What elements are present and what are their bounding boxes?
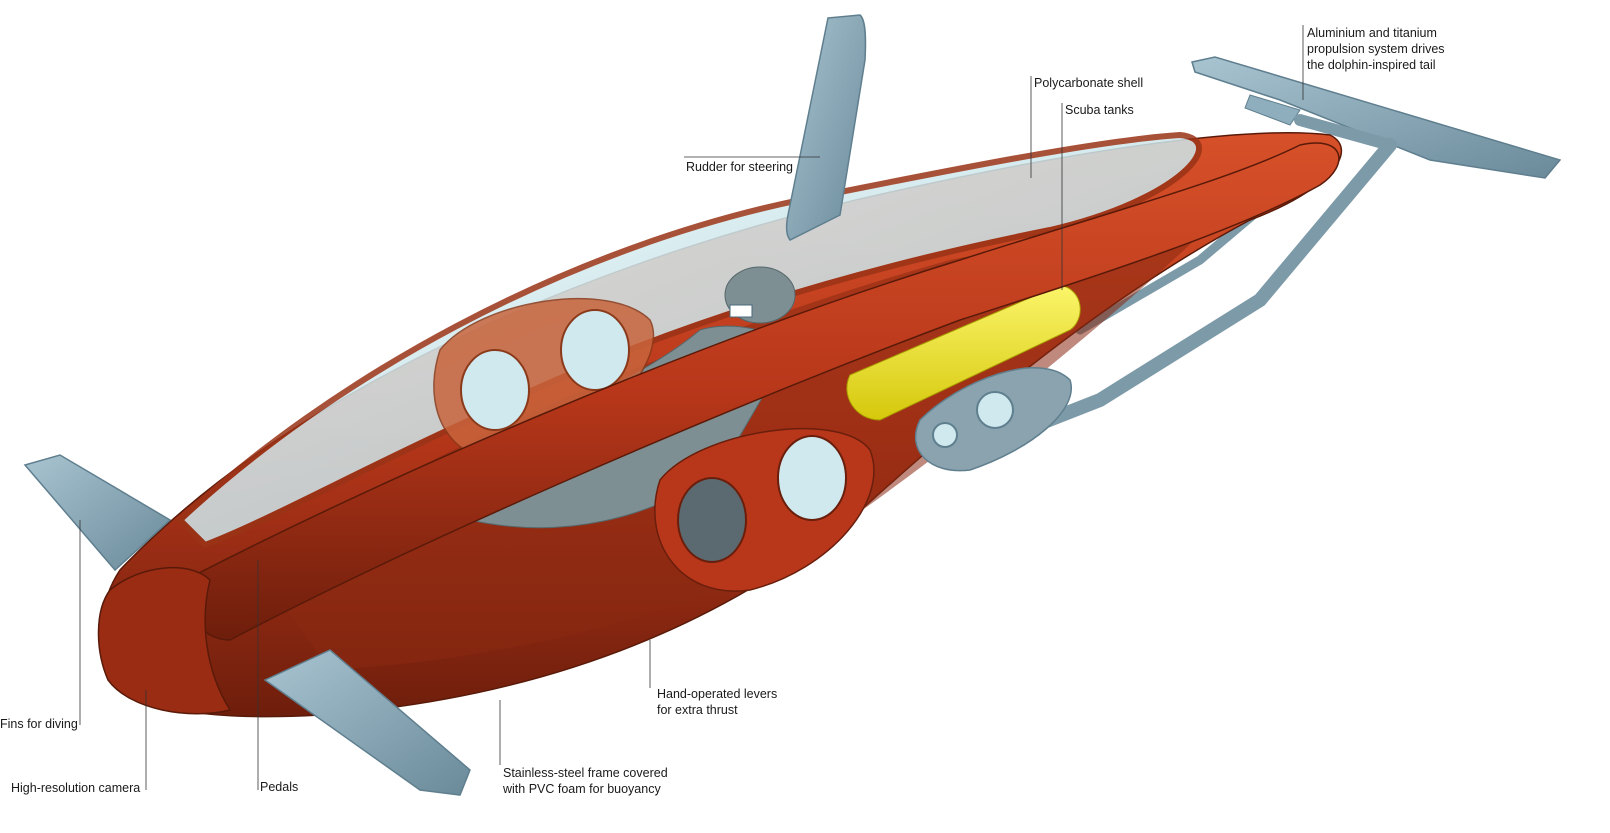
label-shell: Polycarbonate shell (1034, 75, 1143, 91)
label-propulsion-line-2: propulsion system drives (1307, 42, 1445, 56)
label-propulsion: Aluminium and titanium propulsion system… (1307, 25, 1445, 73)
label-propulsion-line-3: the dolphin-inspired tail (1307, 58, 1436, 72)
front-fins (23, 454, 471, 796)
rudder (785, 14, 867, 241)
label-levers-line-1: Hand-operated levers (657, 687, 778, 701)
label-shell-line-1: Polycarbonate shell (1034, 76, 1144, 90)
hull-nose (97, 567, 232, 715)
scuba-tanks (846, 284, 1081, 421)
tail-fin (1191, 56, 1562, 179)
frame-plates (433, 297, 1073, 592)
label-camera-line-1: High-resolution camera (11, 781, 141, 795)
label-levers-line-2: for extra thrust (657, 703, 738, 717)
leader-lines (79, 25, 1304, 790)
hull-spine (189, 142, 1340, 641)
label-tanks-line-1: Scuba tanks (1065, 103, 1134, 117)
label-rudder-line-1: Rudder for steering (686, 160, 794, 174)
label-camera: High-resolution camera (11, 780, 140, 796)
label-fins-line-1: Fins for diving (0, 717, 78, 731)
label-levers: Hand-operated levers for extra thrust (657, 686, 777, 718)
label-fins: Fins for diving (0, 716, 78, 732)
label-tanks: Scuba tanks (1065, 102, 1134, 118)
label-rudder: Rudder for steering (686, 159, 793, 175)
label-pedals-line-1: Pedals (260, 780, 299, 794)
label-pedals: Pedals (260, 779, 298, 795)
label-frame-line-1: Stainless-steel frame covered (503, 766, 668, 780)
label-frame: Stainless-steel frame covered with PVC f… (503, 765, 668, 797)
label-frame-line-2: with PVC foam for buoyancy (503, 782, 661, 796)
label-propulsion-line-1: Aluminium and titanium (1307, 26, 1437, 40)
